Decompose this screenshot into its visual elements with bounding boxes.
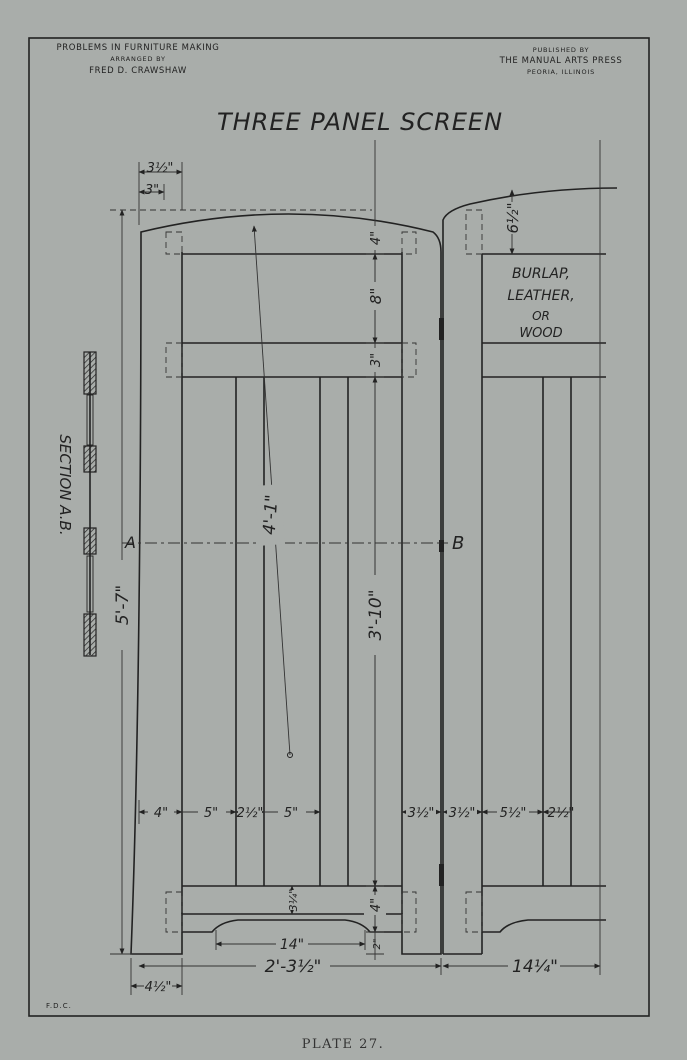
dim-b-slat-2-5: 2½" [237,806,264,821]
material-note: BURLAP, LEATHER, OR WOOD [507,266,574,341]
header: PROBLEMS IN FURNITURE MAKING ARRANGED BY… [57,43,623,76]
header-right-line1: PUBLISHED BY [533,46,590,54]
dim-r-space-5-5: 5½" [500,806,527,821]
header-left-line1: PROBLEMS IN FURNITURE MAKING [57,43,220,53]
dim-mid-rail-3: 3" [369,353,384,367]
dim-r-slat-2-5: 2½" [548,806,575,821]
dim-bottom-rail-3-25: 3¼" [287,889,300,912]
dim-r-stile-3-5b: 3½" [449,806,476,821]
dim-crown-6-5: 6½" [504,203,522,234]
drafter-initials: F.D.C. [46,1002,72,1010]
dim-right-width: 14¼" [512,957,558,977]
svg-text:LEATHER,: LEATHER, [507,288,574,304]
dim-bottom-rail-4: 4" [369,898,384,912]
dim-foot-4-5: 4½" [145,980,172,995]
left-panel [130,213,442,955]
dim-overall-height: 5'-7" [113,585,133,625]
dim-b-space-5a: 5" [204,806,218,821]
header-right-line2: THE MANUAL ARTS PRESS [499,56,623,66]
svg-text:BURLAP,: BURLAP, [512,266,570,282]
svg-text:OR: OR [532,309,550,323]
dim-panel-height: 3'-10" [366,589,386,640]
hinges [439,318,444,886]
point-b-label: B [452,533,464,554]
section-ab: SECTION A.B. [56,351,97,657]
dim-top-stile-3: 3" [145,183,159,198]
header-right-line3: PEORIA, ILLINOIS [527,68,595,76]
header-left-line3: FRED D. CRAWSHAW [89,66,187,76]
point-a-label: A [124,533,136,552]
section-label: SECTION A.B. [56,434,74,535]
drawing-border [28,37,650,1017]
dim-rail-gap-8: 8" [367,288,385,304]
dim-r-stile-3-5a: 3½" [408,806,435,821]
dim-b-stile-4: 4" [154,806,168,821]
dim-top-rail-4: 4" [369,231,384,245]
plate-caption: PLATE 27. [302,1037,385,1052]
dim-arch-14: 14" [280,937,304,953]
dim-panel-width: 2'-3½" [265,957,322,977]
svg-text:WOOD: WOOD [519,326,562,341]
right-panel [442,140,618,975]
dim-foot-2: 2" [372,939,383,950]
drawing-title: THREE PANEL SCREEN [217,108,503,136]
dim-top-stile-3-5: 3½" [147,161,174,176]
dim-diagonal-4-1: 4'-1" [260,494,283,536]
dim-b-space-5b: 5" [284,806,298,821]
header-left-line2: ARRANGED BY [110,55,166,63]
